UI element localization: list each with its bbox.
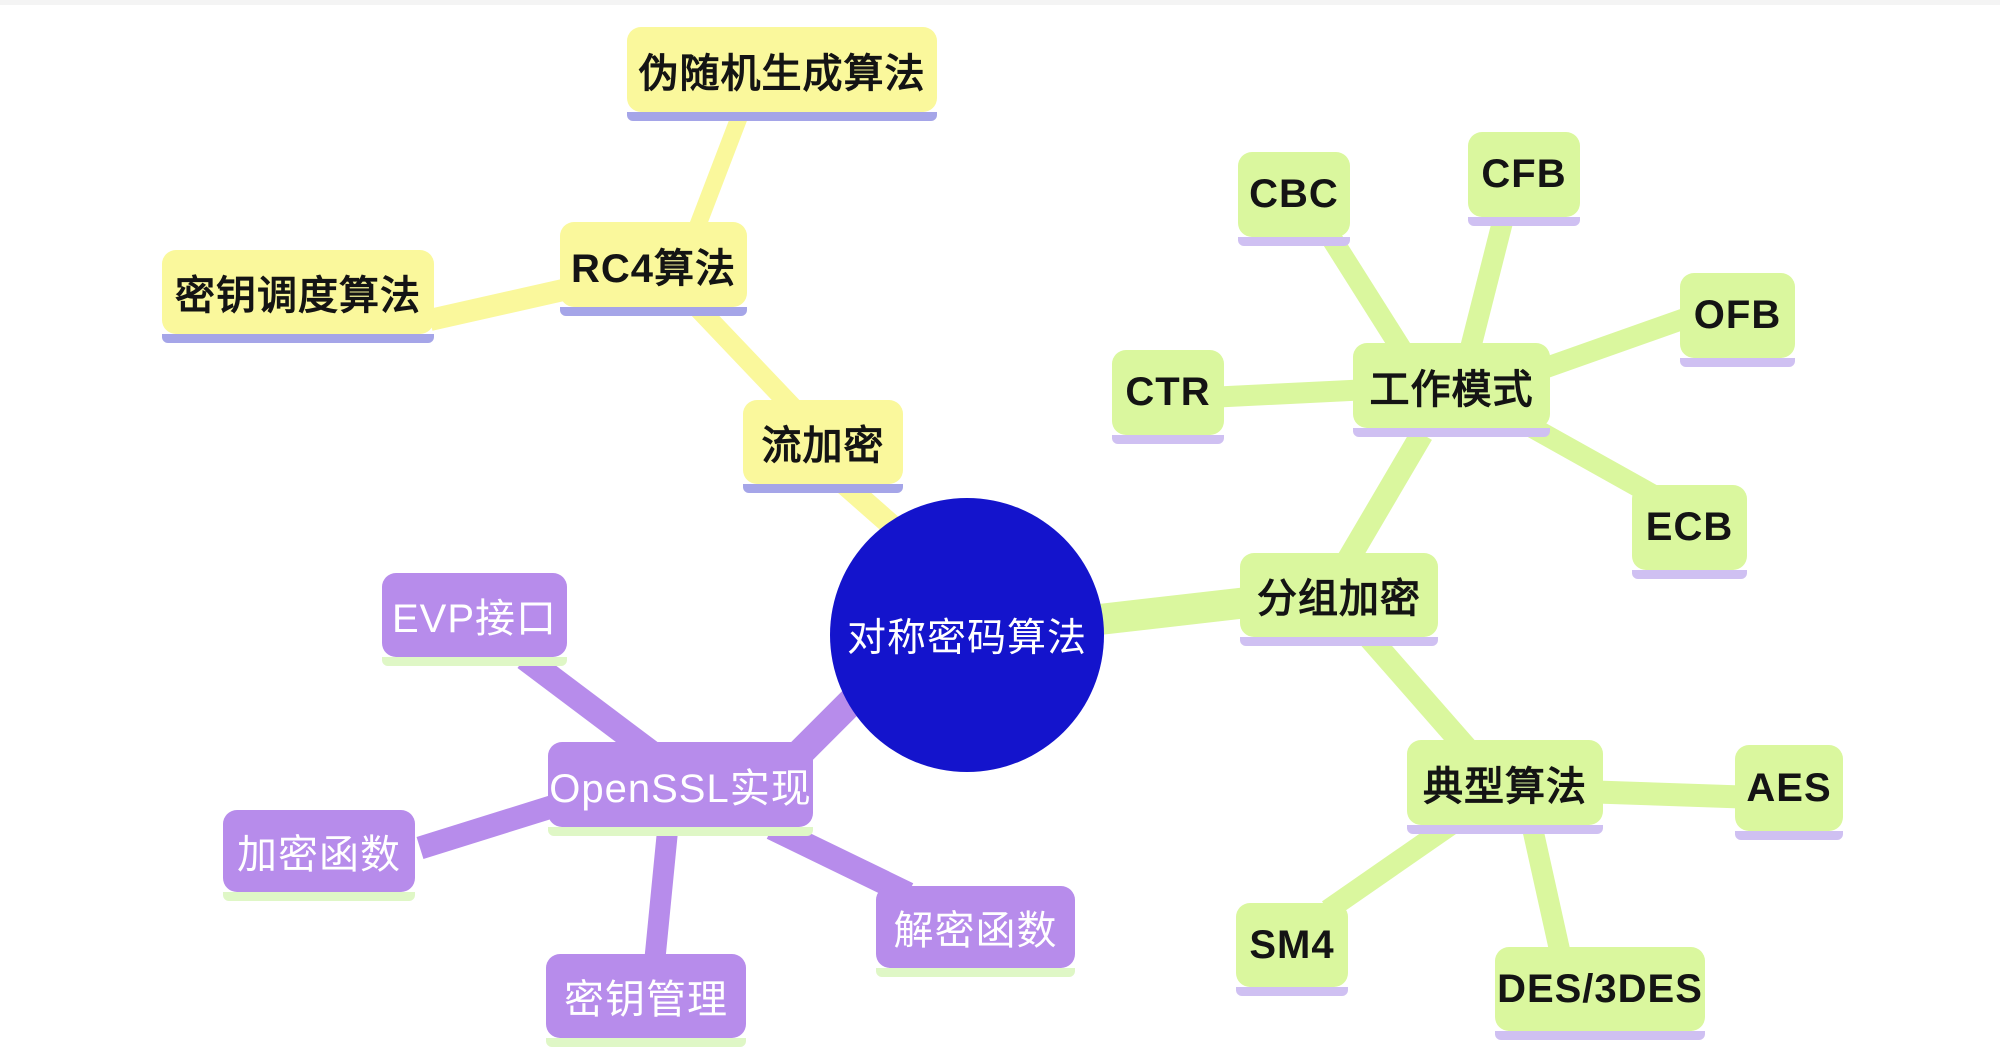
- edge-mode-ofb: [1541, 306, 1696, 378]
- node-label: 加密函数: [237, 833, 401, 877]
- node-ctr-mode[interactable]: CTR: [1112, 350, 1224, 444]
- root-node-label: 对称密码算法: [846, 617, 1087, 660]
- node-label: RC4算法: [570, 246, 737, 291]
- node-label: 工作模式: [1369, 367, 1534, 412]
- node-label: 解密函数: [893, 909, 1058, 953]
- node-pseudorandom-generation-algorithm[interactable]: 伪随机生成算法: [627, 27, 937, 121]
- node-label: OFB: [1693, 293, 1782, 337]
- node-label: SM4: [1249, 922, 1335, 967]
- edge-mode-ctr: [1217, 379, 1361, 408]
- edge-block-typical: [1359, 628, 1477, 758]
- edge-block-mode: [1338, 428, 1432, 566]
- node-cbc-mode[interactable]: CBC: [1238, 152, 1350, 246]
- node-openssl-implementation[interactable]: OpenSSL实现: [548, 742, 813, 836]
- node-label: OpenSSL实现: [549, 766, 812, 811]
- node-evp-interface[interactable]: EVP接口: [382, 573, 567, 666]
- node-label: EVP接口: [391, 597, 558, 641]
- edge-mode-cbc: [1321, 230, 1411, 356]
- node-symmetric-cipher-root[interactable]: 对称密码算法: [830, 498, 1104, 772]
- node-ofb-mode[interactable]: OFB: [1680, 273, 1795, 367]
- node-label: AES: [1746, 765, 1832, 810]
- node-label: 密钥调度算法: [175, 274, 421, 318]
- node-label: ECB: [1645, 505, 1734, 549]
- node-key-scheduling-algorithm[interactable]: 密钥调度算法: [162, 250, 434, 343]
- node-label: 流加密: [761, 424, 885, 468]
- node-ecb-mode[interactable]: ECB: [1632, 485, 1747, 579]
- node-stream-cipher[interactable]: 流加密: [743, 400, 903, 493]
- edge-ksa-rc4: [427, 277, 575, 331]
- node-label: 典型算法: [1423, 764, 1587, 809]
- node-des-3des[interactable]: DES/3DES: [1495, 947, 1705, 1040]
- node-key-management[interactable]: 密钥管理: [546, 954, 746, 1047]
- edge-typical-aes: [1595, 780, 1743, 809]
- node-cfb-mode[interactable]: CFB: [1468, 132, 1580, 226]
- edge-rc4-stream: [690, 301, 805, 419]
- node-sm4[interactable]: SM4: [1236, 903, 1348, 996]
- node-label: CTR: [1125, 370, 1211, 414]
- edge-openssl-evp: [517, 648, 658, 762]
- edge-typical-des: [1521, 823, 1571, 955]
- edge-prng-rc4: [688, 106, 750, 234]
- edge-typical-sm4: [1322, 815, 1458, 919]
- node-block-cipher[interactable]: 分组加密: [1240, 553, 1438, 646]
- node-typical-algorithms[interactable]: 典型算法: [1407, 740, 1603, 834]
- node-working-modes[interactable]: 工作模式: [1353, 343, 1550, 437]
- edge-center-block: [1093, 586, 1254, 636]
- node-decryption-function[interactable]: 解密函数: [876, 886, 1075, 977]
- edge-mode-cfb: [1459, 213, 1515, 353]
- node-encryption-function[interactable]: 加密函数: [223, 810, 415, 901]
- node-rc4-algorithm[interactable]: RC4算法: [560, 222, 747, 316]
- node-label: 伪随机生成算法: [638, 51, 926, 96]
- node-label: CFB: [1481, 152, 1567, 196]
- node-aes[interactable]: AES: [1735, 745, 1843, 840]
- node-label: DES/3DES: [1497, 966, 1703, 1011]
- window-top-edge: [0, 0, 2000, 5]
- node-label: CBC: [1249, 172, 1339, 216]
- edge-openssl-dec: [766, 817, 914, 905]
- node-label: 密钥管理: [564, 978, 728, 1022]
- edge-openssl-key: [644, 824, 679, 960]
- node-label: 分组加密: [1257, 577, 1421, 621]
